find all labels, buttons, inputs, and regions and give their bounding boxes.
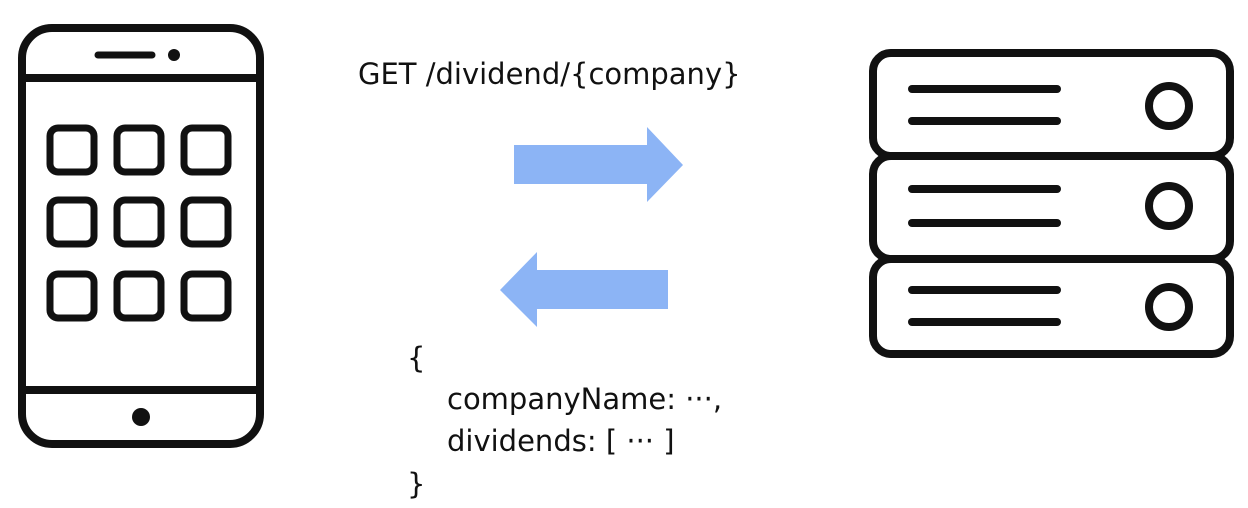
server-unit: [869, 49, 1234, 160]
app-tile: [113, 124, 165, 176]
response-company-name-line: companyName: ···,: [447, 382, 723, 416]
server-unit: [869, 255, 1234, 358]
server-rack-icon: [869, 49, 1234, 358]
app-tile: [180, 270, 232, 322]
app-tile: [113, 196, 165, 248]
app-tile: [180, 124, 232, 176]
app-grid: [46, 124, 232, 322]
phone-camera: [168, 49, 180, 61]
phone-body: [18, 24, 264, 448]
app-tile: [113, 270, 165, 322]
smartphone-icon: [18, 24, 264, 448]
app-tile: [46, 124, 98, 176]
app-tile: [180, 196, 232, 248]
app-tile: [46, 196, 98, 248]
response-brace-close: }: [407, 467, 426, 501]
request-arrow: [514, 127, 683, 202]
response-brace-open: {: [407, 341, 426, 375]
response-dividends-line: dividends: [ ··· ]: [447, 424, 675, 458]
server-unit: [869, 152, 1234, 263]
app-tile: [46, 270, 98, 322]
request-label: GET /dividend/{company}: [358, 57, 741, 91]
phone-home-button: [132, 408, 150, 426]
response-arrow: [500, 252, 668, 327]
